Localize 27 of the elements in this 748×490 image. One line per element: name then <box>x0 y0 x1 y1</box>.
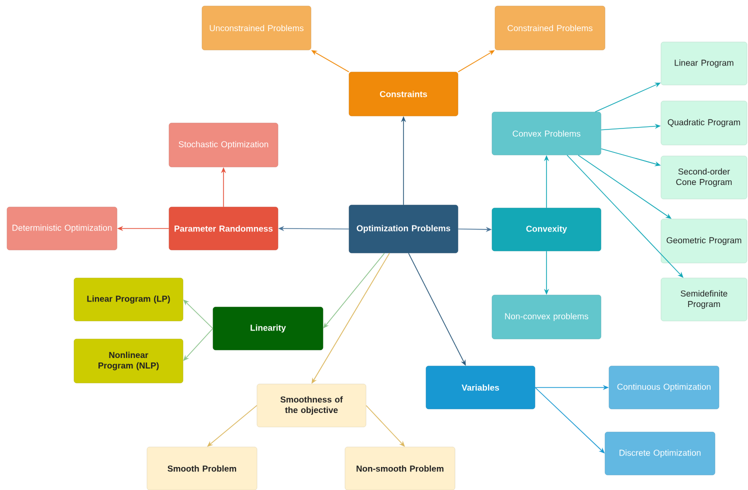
category-box: Parameter Randomness <box>168 206 278 250</box>
leaf-box: Geometric Program <box>660 218 748 264</box>
subtopic-box: Constrained Problems <box>494 6 606 50</box>
category-box: Variables <box>426 366 536 410</box>
subtopic-box: Non-convex problems <box>492 294 602 340</box>
arrow <box>207 405 258 447</box>
subtopic-box: Convex Problems <box>492 112 602 156</box>
leaf-box: Linear Program <box>660 42 748 86</box>
arrow <box>323 252 385 328</box>
leaf-box: Second-order Cone Program <box>660 156 748 200</box>
subtopic-box: Unconstrained Problems <box>202 6 312 50</box>
subtopic-box: Linear Program (LP) <box>74 278 184 322</box>
topic-box: Optimization Problems <box>348 204 458 254</box>
subtopic-box: Stochastic Optimization <box>168 122 278 168</box>
arrow <box>183 328 214 361</box>
category-box: Convexity <box>492 208 602 252</box>
subtopic-box: Non-smooth Problem <box>344 446 456 490</box>
subtopic-box: Smooth Problem <box>146 446 258 490</box>
subtopic-box: Nonlinear Program (NLP) <box>74 338 184 384</box>
subtopic-box: Deterministic Optimization <box>6 206 118 250</box>
category-box: Linearity <box>212 306 324 350</box>
category-box: Smoothness of the objective <box>256 384 366 428</box>
leaf-box: Quadratic Program <box>660 100 748 146</box>
subtopic-box: Continuous Optimization <box>608 366 720 410</box>
subtopic-box: Discrete Optimization <box>604 432 716 476</box>
category-box: Constraints <box>348 72 458 116</box>
leaf-box: Semidefinite Program <box>660 278 748 322</box>
